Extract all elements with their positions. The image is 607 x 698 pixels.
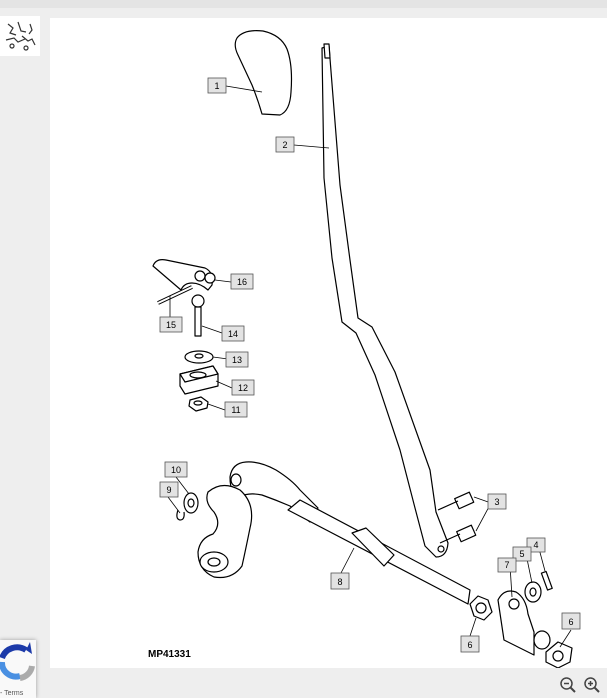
recaptcha-icon <box>0 642 35 681</box>
thumbnail-image <box>5 21 36 51</box>
top-bar <box>0 0 607 8</box>
bracket-part <box>497 590 535 656</box>
washer-5-part <box>524 581 542 603</box>
lever-part <box>321 45 449 558</box>
figure-code: MP41331 <box>148 649 191 660</box>
bolts-part <box>437 491 477 544</box>
nut-11-part <box>188 396 209 412</box>
zoom-out-icon[interactable] <box>559 676 577 694</box>
zoom-in-icon[interactable] <box>583 676 601 694</box>
washer-13-part <box>184 350 214 364</box>
bolt-part <box>191 294 205 337</box>
parts-diagram-panel: 1 2 3 4 5 6 6 7 8 9 10 11 12 13 14 15 16… <box>50 18 607 668</box>
diagram-thumbnail[interactable] <box>0 16 40 56</box>
parts-diagram <box>152 30 573 668</box>
washer-10-part <box>183 492 199 514</box>
recaptcha-terms-link[interactable]: - Terms <box>0 690 24 697</box>
nut-6a-part <box>469 595 493 621</box>
nut-6b-part <box>545 641 573 668</box>
clip-part <box>176 509 185 521</box>
damper-block-part <box>179 365 219 395</box>
recaptcha-badge[interactable]: - Terms <box>0 640 36 698</box>
knob-part <box>234 30 293 116</box>
pin-4-part <box>540 570 553 591</box>
clevis-part <box>152 259 213 291</box>
zoom-controls <box>559 676 601 694</box>
